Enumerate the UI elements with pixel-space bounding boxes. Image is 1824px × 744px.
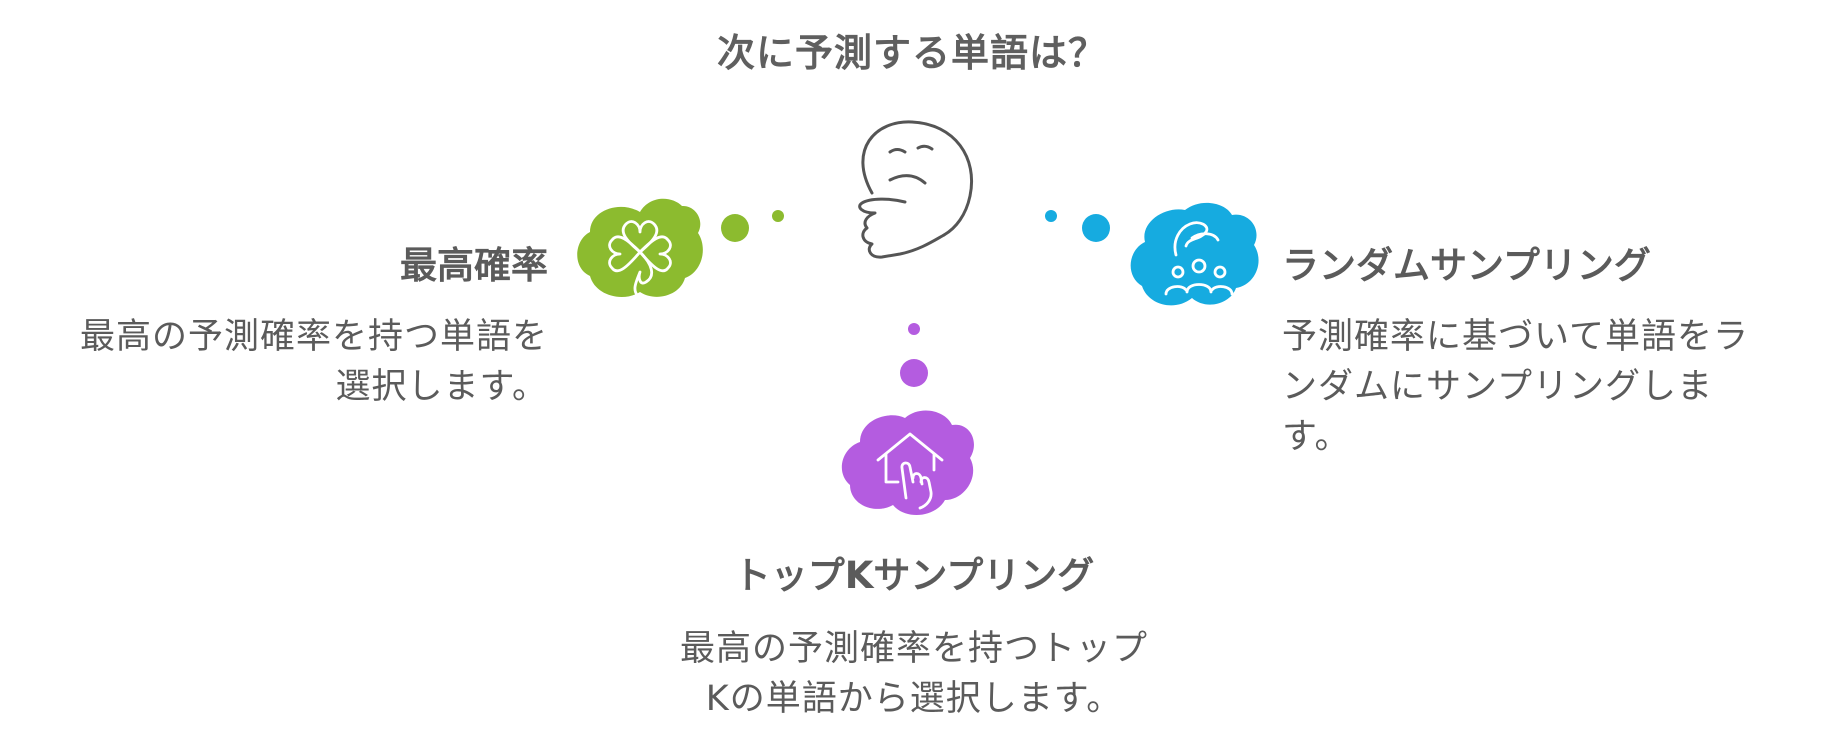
option-heading-topk: トップKサンプリング [733, 554, 1095, 597]
option-desc-random: 予測確率に基づいて単語をラ ンダムにサンプリングしま す。 [1282, 312, 1802, 462]
green-blob [577, 198, 703, 298]
connector-dots-purple [900, 323, 928, 387]
diagram-title: 次に予測する単語は？ [716, 31, 1107, 75]
desc-line: 最高の予測確率を持つ単語を [79, 317, 548, 357]
house-hand-icon [876, 432, 944, 510]
option-heading-highest: 最高確率 [400, 244, 548, 287]
clover-icon [608, 220, 672, 298]
desc-line: Kの単語から選択します。 [705, 679, 1123, 719]
connector-dots-green [721, 210, 784, 242]
purple-blob [841, 410, 974, 516]
thinking-face-icon [858, 120, 973, 259]
hand-people-icon [1164, 221, 1234, 296]
option-heading-random: ランダムサンプリング [1282, 244, 1651, 287]
option-desc-highest: 最高の予測確率を持つ単語を 選択します。 [20, 312, 548, 412]
desc-line: 選択します。 [335, 367, 548, 407]
desc-line: 予測確率に基づいて単語をラ [1282, 317, 1749, 357]
option-desc-topk: 最高の予測確率を持つトップ Kの単語から選択します。 [600, 624, 1228, 724]
blue-blob [1130, 202, 1259, 306]
connector-dots-blue [1045, 210, 1110, 242]
desc-line: ンダムにサンプリングしま [1282, 367, 1713, 407]
desc-line: 最高の予測確率を持つトップ [679, 629, 1148, 669]
desc-line: す。 [1282, 417, 1351, 457]
